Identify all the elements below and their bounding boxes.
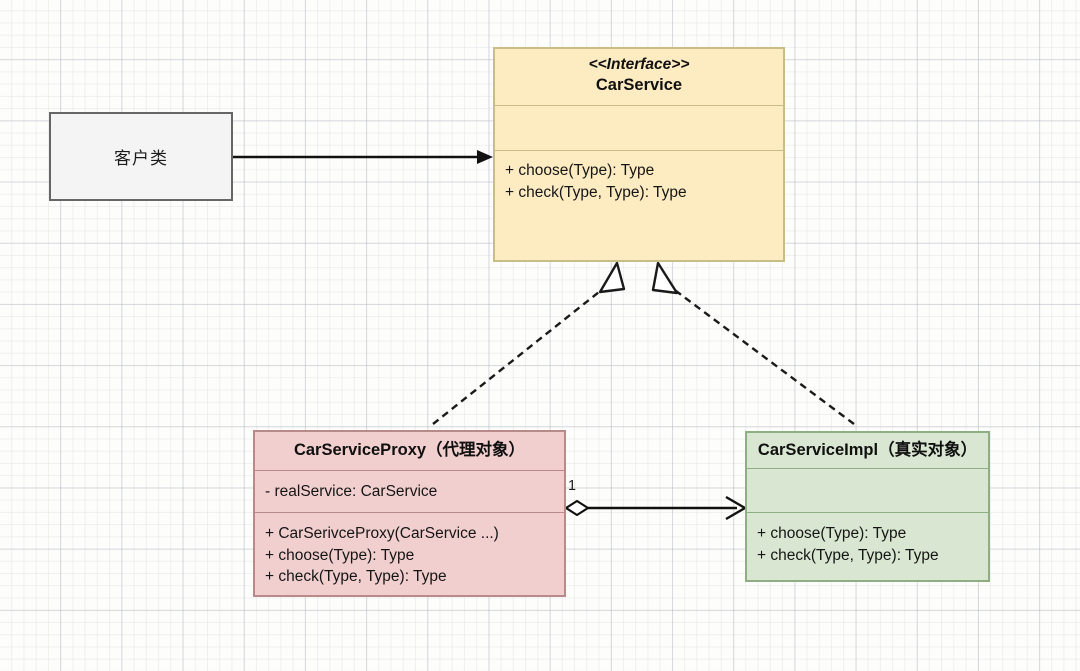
class-box-car-service[interactable]: <<Interface>> CarService + choose(Type):… [493,47,785,262]
car-service-proxy-method-1: + choose(Type): Type [265,546,415,564]
edge-impl-realizes-interface [651,261,855,425]
car-service-impl-name: CarServiceImpl（真实对象） [757,441,978,459]
class-box-client[interactable]: 客户类 [49,112,233,201]
car-service-proxy-methods: + CarSerivceProxy(CarService ...) + choo… [255,512,564,595]
car-service-proxy-method-2: + check(Type, Type): Type [265,568,447,585]
client-class-label: 客户类 [114,149,168,168]
class-box-car-service-proxy[interactable]: CarServiceProxy（代理对象） - realService: Car… [253,430,566,597]
car-service-header: <<Interface>> CarService [495,49,783,105]
edge-proxy-realizes-interface [432,261,626,425]
car-service-impl-attributes [747,468,988,512]
car-service-impl-methods: + choose(Type): Type + check(Type, Type)… [747,512,988,580]
car-service-proxy-name: CarServiceProxy（代理对象） [293,441,526,459]
edge-proxy-to-impl-aggregation [564,495,747,521]
car-service-stereotype: <<Interface>> [588,56,690,73]
car-service-proxy-method-0: + CarSerivceProxy(CarService ...) [265,525,499,542]
edge-client-to-interface [233,150,493,164]
car-service-impl-header: CarServiceImpl（真实对象） [747,433,988,468]
car-service-attributes [495,105,783,150]
car-service-name: CarService [595,76,683,94]
car-service-proxy-attribute-0: - realService: CarService [265,483,438,500]
car-service-impl-method-0: + choose(Type): Type [757,525,907,542]
class-box-car-service-impl[interactable]: CarServiceImpl（真实对象） + choose(Type): Typ… [745,431,990,582]
car-service-methods: + choose(Type): Type + check(Type, Type)… [495,150,783,260]
car-service-proxy-attributes: - realService: CarService [255,470,564,512]
aggregation-multiplicity-label: 1 [568,478,577,494]
car-service-method-0: + choose(Type): Type [505,162,655,179]
car-service-method-1: + check(Type, Type): Type [505,183,687,201]
car-service-impl-method-1: + check(Type, Type): Type [757,546,939,564]
car-service-proxy-header: CarServiceProxy（代理对象） [255,432,564,470]
